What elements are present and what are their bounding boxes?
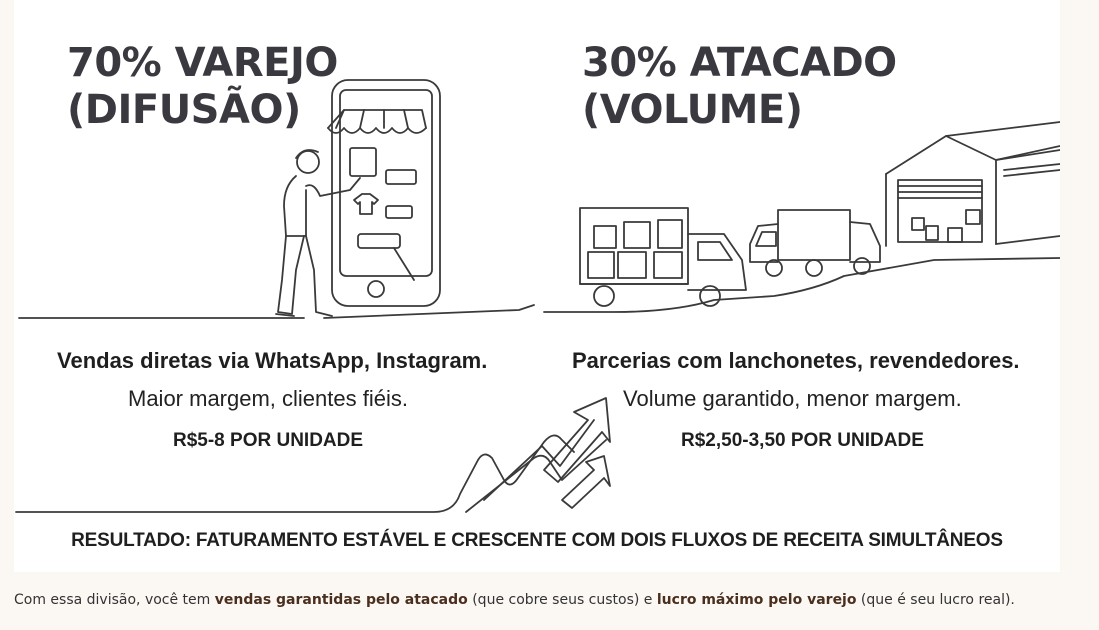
caption-paragraph: Com essa divisão, você tem vendas garant…	[14, 592, 1015, 608]
person-shopping-icon	[275, 149, 361, 317]
caption-bold-wholesale: vendas garantidas pelo atacado	[214, 592, 468, 608]
small-truck-icon	[749, 209, 881, 277]
warehouse-icon	[885, 121, 1060, 247]
retail-channels-text: Vendas diretas via WhatsApp, Instagram.	[57, 348, 488, 373]
line-art-illustration	[15, 79, 1060, 513]
caption-text-2: (que cobre seus custos) e	[467, 592, 657, 608]
caption-bold-retail: lucro máximo pelo varejo	[656, 592, 857, 608]
retail-price-text: R$5-8 POR UNIDADE	[173, 430, 364, 451]
result-banner: RESULTADO: FATURAMENTO ESTÁVEL E CRESCEN…	[71, 530, 1003, 551]
ground-line-left	[18, 304, 535, 319]
wholesale-headline: 30% ATACADO (VOLUME)	[582, 40, 897, 133]
retail-headline: 70% VAREJO (DIFUSÃO)	[67, 40, 338, 133]
wholesale-partners-text: Parcerias com lanchonetes, revendedores.	[572, 348, 1020, 373]
retail-margin-text: Maior margem, clientes fiéis.	[128, 386, 408, 411]
smartphone-store-icon	[327, 79, 441, 307]
delivery-truck-icon	[579, 207, 747, 307]
baseline-flow-line	[15, 434, 575, 513]
caption-text-3: (que é seu lucro real).	[856, 592, 1015, 608]
ground-line-right	[543, 257, 1060, 313]
wholesale-price-text: R$2,50-3,50 POR UNIDADE	[681, 430, 924, 451]
wholesale-volume-text: Volume garantido, menor margem.	[623, 386, 962, 411]
caption-text-1: Com essa divisão, você tem	[14, 592, 215, 608]
infographic: 70% VAREJO (DIFUSÃO) 30% ATACADO (VOLUME…	[14, 0, 1060, 572]
growth-arrows-icon	[15, 397, 611, 513]
